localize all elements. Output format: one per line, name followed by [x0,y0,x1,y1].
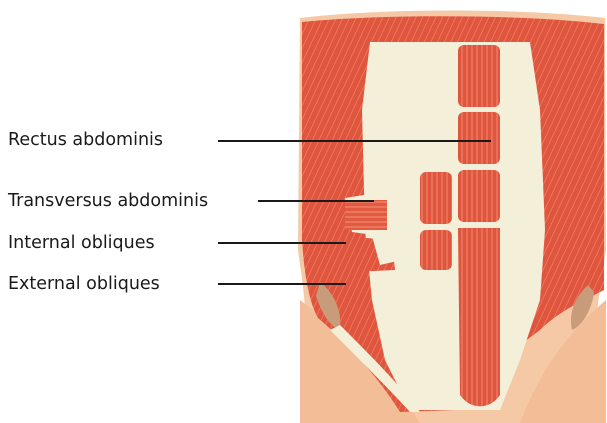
leader-line-external [218,283,346,285]
label-external-obliques: External obliques [8,274,160,294]
label-internal-obliques: Internal obliques [8,233,155,253]
leader-line-transversus [258,200,374,202]
label-rectus-abdominis: Rectus abdominis [8,130,163,150]
leader-line-rectus [218,140,491,142]
label-transversus-abdominis: Transversus abdominis [8,191,208,211]
leader-line-internal [218,242,346,244]
